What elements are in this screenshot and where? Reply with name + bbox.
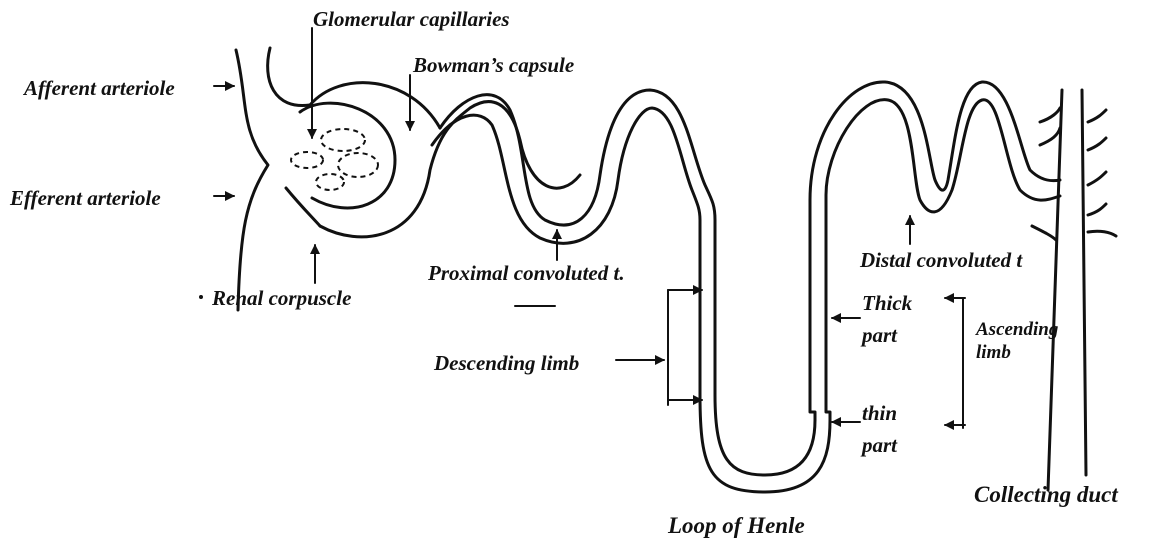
efferent-arteriole-label: Efferent arteriole (9, 186, 161, 210)
glomerular-capillaries-label: Glomerular capillaries (313, 7, 510, 31)
thick-label: Thick (862, 291, 913, 315)
thin-part-label: part (860, 433, 898, 457)
afferent-arteriole-wall (268, 48, 310, 106)
glomerulus-loop (321, 129, 365, 151)
collecting-duct-branch (1088, 204, 1106, 215)
ascending-label: Ascending (975, 319, 1058, 340)
ascending-limb-label: limb (976, 342, 1011, 363)
loop-of-henle-inner (715, 395, 815, 475)
glomerulus-loop (316, 174, 344, 190)
collecting-duct-branch (1032, 226, 1056, 240)
collecting-duct-label: Collecting duct (974, 482, 1118, 507)
arteriole-outer-wall (236, 50, 268, 310)
renal-corpuscle-label: Renal corpuscle (211, 286, 351, 310)
collecting-duct-branch (1088, 231, 1116, 236)
capsule-top-wall (310, 83, 440, 128)
collecting-duct-branch (1088, 138, 1106, 150)
stray-dot (199, 295, 203, 299)
collecting-duct-wall-left (1048, 90, 1062, 490)
loop-of-henle-label: Loop of Henle (667, 513, 805, 538)
thin-label: thin (862, 401, 897, 425)
distal-convoluted-label: Distal convoluted t (859, 248, 1023, 272)
collecting-duct-branch (1088, 172, 1106, 185)
thick-part-label: part (860, 323, 898, 347)
collecting-duct-wall-right (1082, 90, 1086, 475)
collecting-duct-branch (1040, 108, 1060, 122)
glomerulus-loop (291, 152, 323, 168)
proximal-convoluted-label: Proximal convoluted t. (427, 261, 625, 285)
bowmans-capsule-label: Bowman’s capsule (412, 53, 574, 77)
afferent-arteriole-label: Afferent arteriole (22, 76, 175, 100)
collecting-duct-branch (1040, 128, 1060, 145)
glomerulus-loop (338, 153, 378, 177)
descending-limb-label: Descending limb (433, 351, 579, 375)
collecting-duct-branch (1088, 110, 1106, 122)
efferent-arteriole-wall (286, 188, 320, 226)
